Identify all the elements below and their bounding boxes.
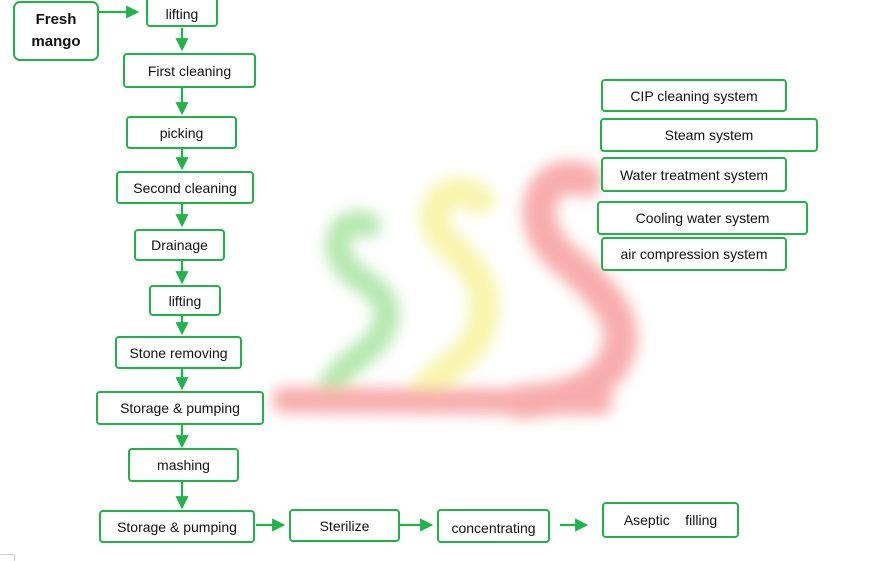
step-first-cleaning: First cleaning: [123, 53, 256, 88]
step-storage-pumping-1: Storage & pumping: [96, 391, 264, 425]
step-drainage: Drainage: [134, 229, 225, 261]
step-aseptic-filling: Aseptic filling: [602, 502, 739, 538]
step-second-cleaning: Second cleaning: [116, 171, 254, 204]
step-lifting-2: lifting: [149, 285, 221, 316]
start-label-line2: mango: [31, 33, 81, 50]
step-lifting-1: lifting: [146, 0, 218, 27]
system-cooling-water: Cooling water system: [597, 201, 808, 235]
system-air-compression: air compression system: [601, 237, 787, 271]
system-water-treatment: Water treatment system: [601, 157, 787, 192]
system-steam: Steam system: [600, 118, 818, 152]
start-label-line1: Fresh: [35, 11, 77, 28]
corner-mark: [0, 554, 15, 561]
step-sterilize: Sterilize: [289, 509, 400, 542]
system-cip-cleaning: CIP cleaning system: [601, 79, 787, 112]
step-picking: picking: [126, 116, 237, 149]
step-concentrating: concentrating: [437, 509, 550, 543]
step-stone-removing: Stone removing: [115, 336, 242, 369]
start-node-fresh-mango: Fresh mango: [13, 1, 99, 61]
step-mashing: mashing: [128, 448, 239, 482]
step-storage-pumping-2: Storage & pumping: [99, 510, 255, 543]
